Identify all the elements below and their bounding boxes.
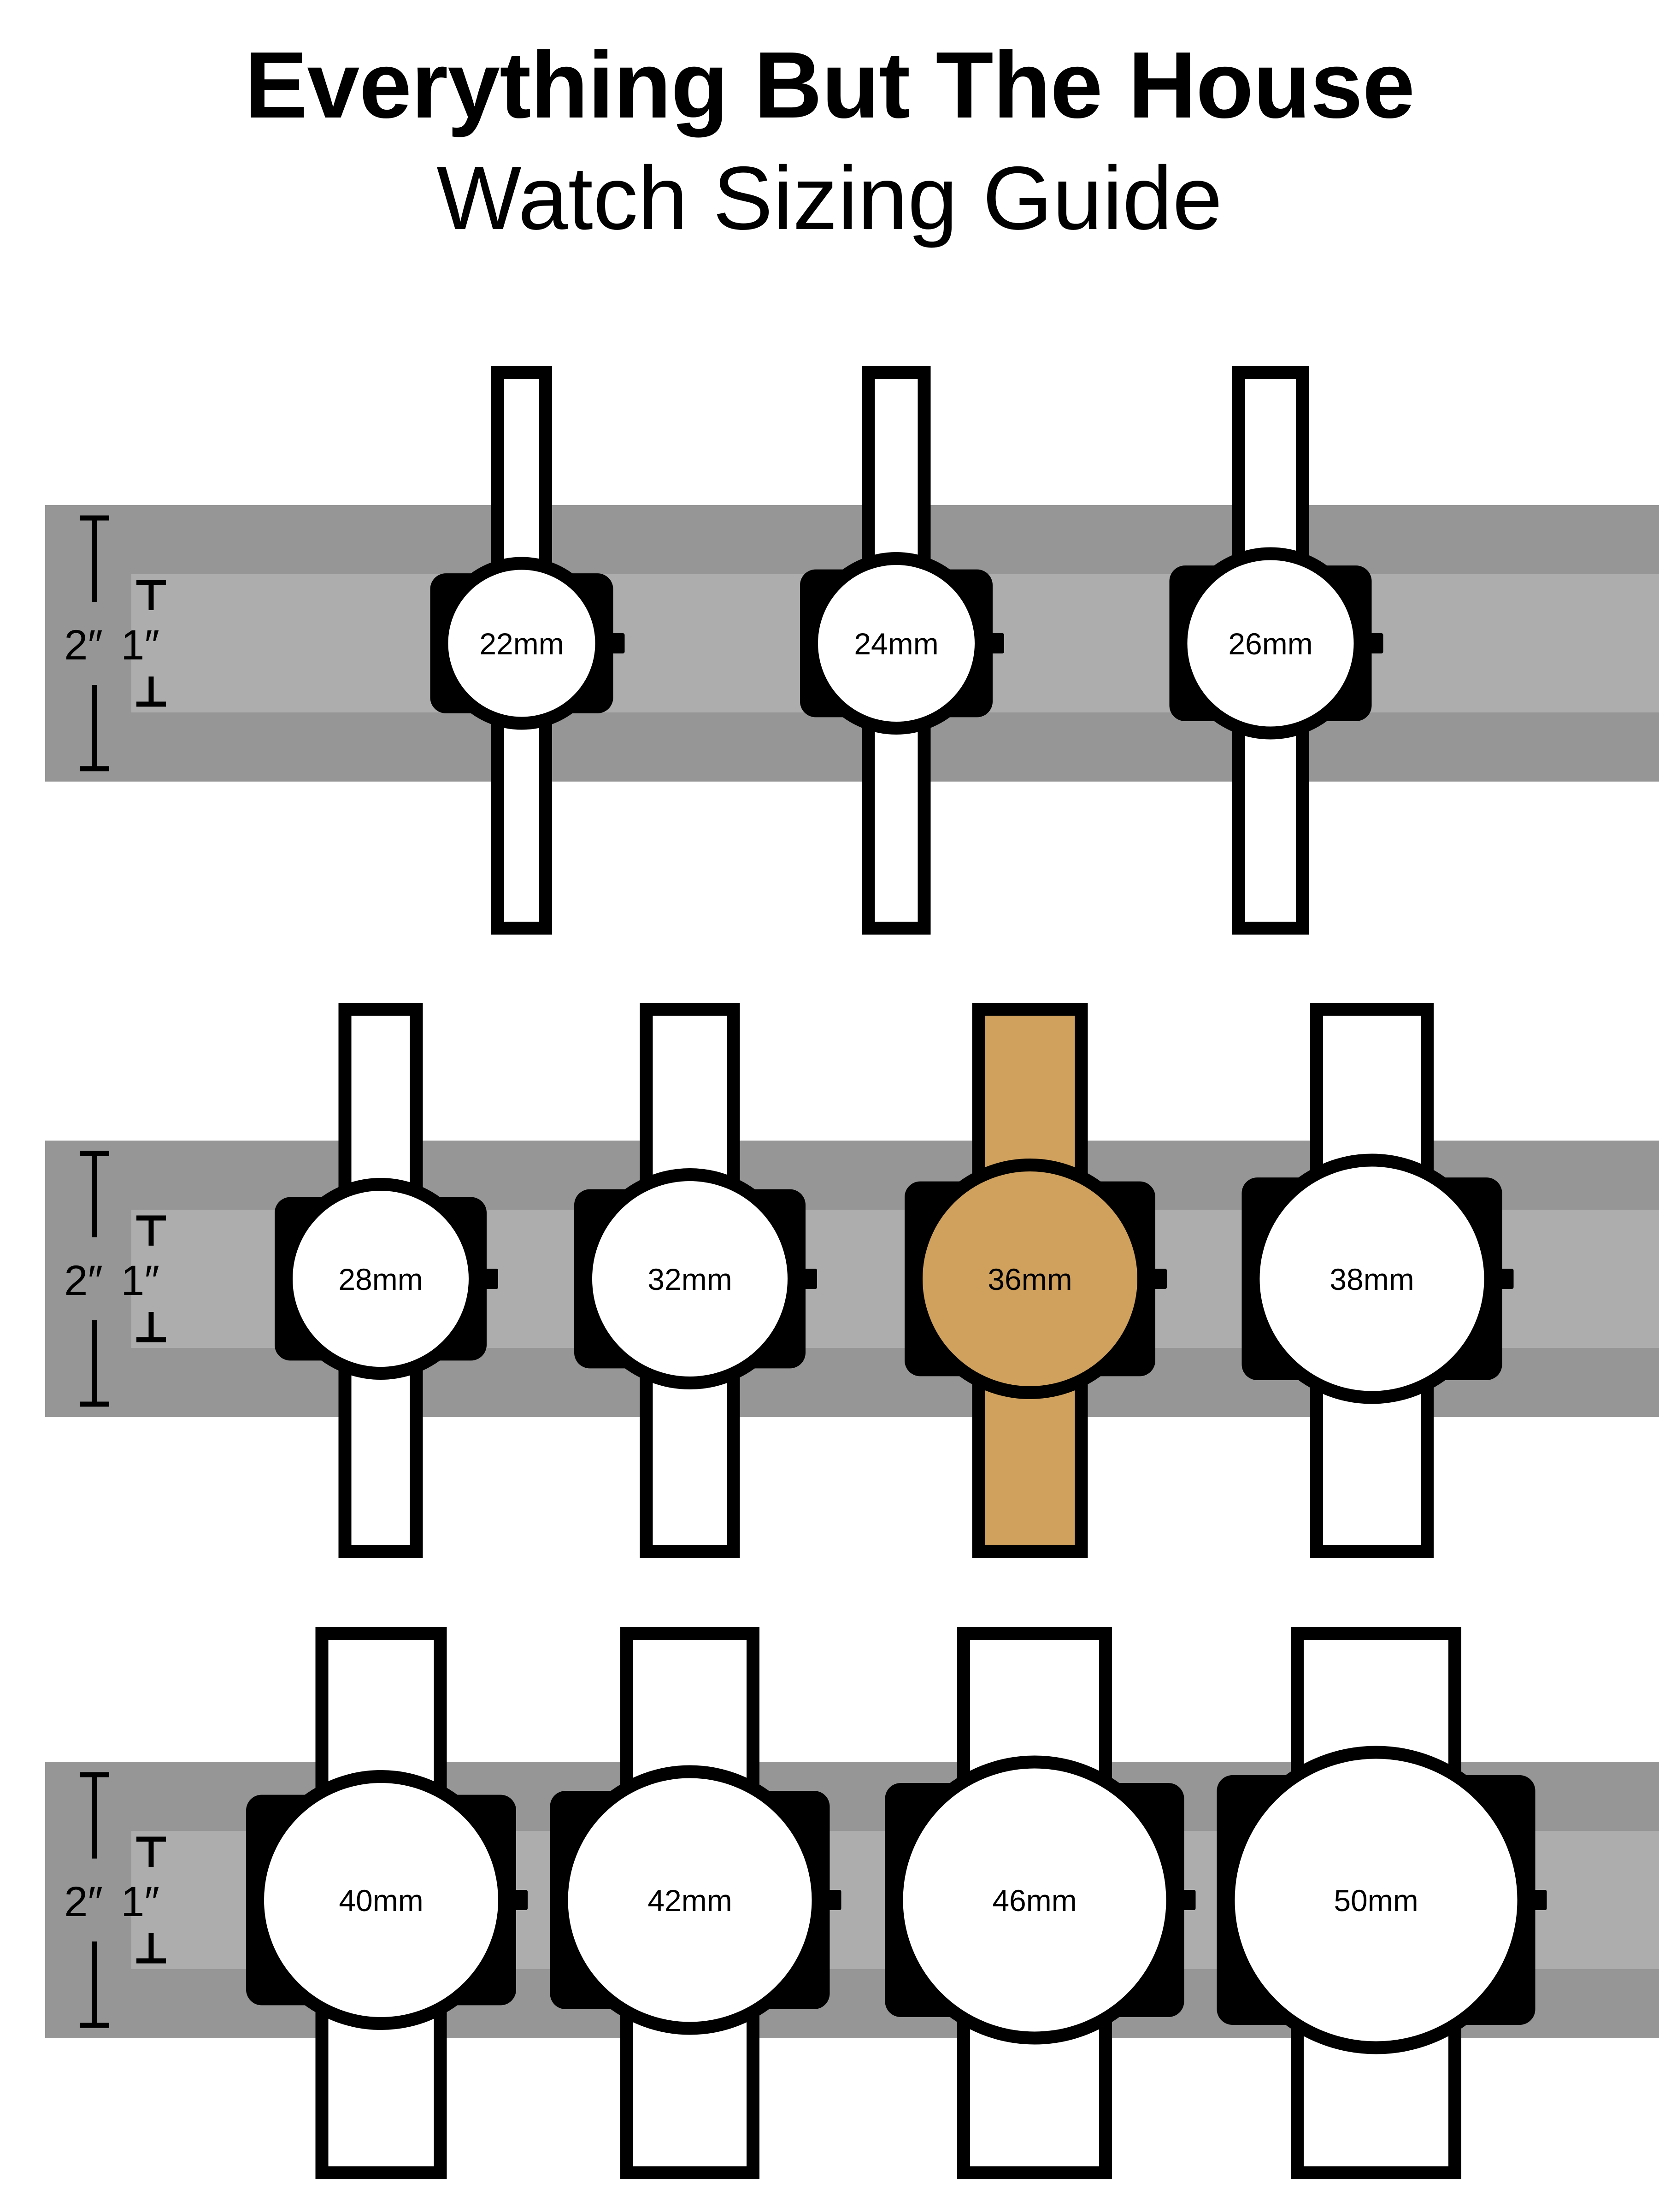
watch-crown (1534, 1890, 1547, 1910)
watch-size-label: 22mm (479, 627, 564, 661)
watch-face (555, 1765, 825, 2035)
page-subtitle: Watch Sizing Guide (436, 148, 1223, 248)
watch-face (1222, 1746, 1530, 2054)
watch-size-label: 24mm (854, 627, 938, 661)
watch-size-label: 46mm (992, 1883, 1077, 1918)
page-header: Everything But The House Watch Sizing Gu… (0, 0, 1659, 258)
watch-size-label: 32mm (647, 1262, 732, 1296)
watch-38mm: 38mm (1241, 1003, 1514, 1558)
watch-crown (828, 1890, 841, 1910)
watch-crown (1154, 1269, 1167, 1289)
watch-22mm: 22mm (430, 366, 625, 935)
watch-face (579, 1168, 800, 1389)
watch-crown (1500, 1269, 1514, 1289)
watch-face (251, 1770, 511, 2030)
watch-crown (991, 633, 1004, 653)
watch-50mm: 50mm (1217, 1627, 1547, 2179)
watch-face (1247, 1153, 1497, 1404)
watch-crown (1370, 633, 1383, 653)
watch-crown (804, 1269, 817, 1289)
scale-2in-label: 2″ (64, 1257, 103, 1304)
scale-1in-label: 1″ (121, 1257, 159, 1304)
scale-1in-label: 1″ (121, 622, 159, 669)
watch-size-label: 50mm (1334, 1883, 1418, 1918)
watch-crown (485, 1269, 498, 1289)
watch-36mm: 36mm (905, 1003, 1167, 1558)
watch-crown (515, 1890, 528, 1910)
watch-face (435, 557, 608, 730)
watch-size-label: 42mm (647, 1883, 732, 1918)
scale-2in-label: 2″ (64, 622, 103, 669)
watch-crown (1182, 1890, 1196, 1910)
watch-size-label: 28mm (338, 1262, 423, 1296)
watch-size-label: 40mm (339, 1883, 423, 1918)
scale-2in-label: 2″ (64, 1878, 103, 1925)
watch-size-label: 38mm (1330, 1262, 1414, 1296)
watch-size-label: 26mm (1228, 627, 1312, 661)
watch-46mm: 46mm (885, 1627, 1196, 2179)
watch-face (1174, 547, 1367, 740)
watch-face (910, 1159, 1150, 1399)
watch-face (280, 1178, 482, 1380)
watch-size-label: 36mm (988, 1262, 1072, 1296)
scale-1in-label: 1″ (121, 1878, 159, 1925)
watch-28mm: 28mm (275, 1003, 498, 1558)
watch-40mm: 40mm (246, 1627, 528, 2179)
watch-42mm: 42mm (550, 1627, 841, 2179)
watch-face (805, 552, 988, 735)
page-title: Everything But The House (244, 32, 1415, 138)
watch-26mm: 26mm (1169, 366, 1383, 935)
watch-face (890, 1755, 1179, 2045)
watch-32mm: 32mm (574, 1003, 817, 1558)
watch-24mm: 24mm (800, 366, 1004, 935)
watch-crown (612, 633, 625, 653)
